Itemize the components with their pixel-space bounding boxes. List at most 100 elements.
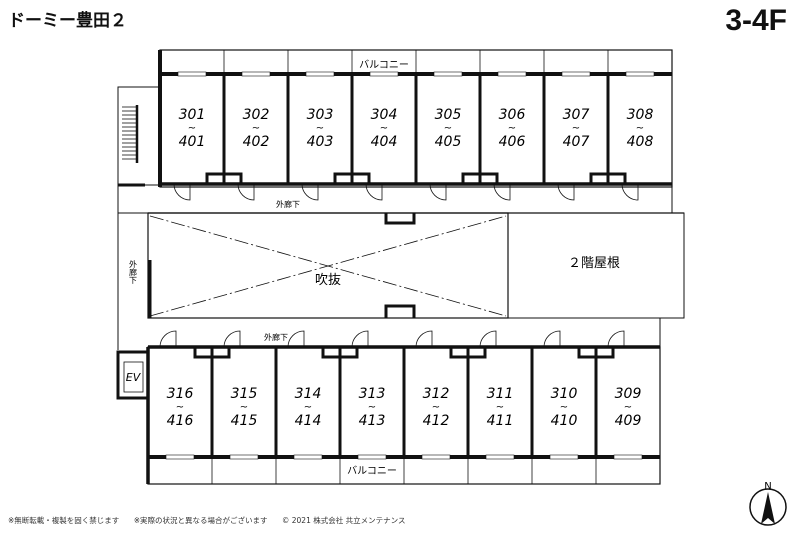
unit-number: 402	[243, 134, 270, 150]
footer-note: ※実際の状況と異なる場合がございます	[133, 516, 268, 525]
window	[241, 71, 271, 77]
window	[165, 454, 195, 460]
unit-tilde: ~	[560, 402, 568, 413]
door-swing	[543, 330, 561, 348]
window	[485, 454, 515, 460]
roof-label: ２階屋根	[568, 256, 620, 271]
unit-tilde: ~	[496, 402, 504, 413]
void-label: 吹抜	[315, 272, 341, 288]
window	[421, 454, 451, 460]
unit-tilde: ~	[508, 123, 516, 134]
window	[613, 454, 643, 460]
footer-note: ※無断転載・複製を固く禁じます	[8, 516, 120, 525]
window	[369, 71, 399, 77]
unit-number: 403	[307, 134, 334, 150]
unit-number: 416	[167, 413, 194, 429]
door-swing	[557, 183, 575, 201]
footer-notes: ※無断転載・複製を固く禁じます ※実際の状況と異なる場合がございます © 202…	[8, 515, 417, 526]
entrance-alcove	[205, 172, 243, 184]
unit-number: 314	[295, 386, 322, 402]
window	[549, 454, 579, 460]
window	[293, 454, 323, 460]
entrance-alcove	[333, 172, 371, 184]
unit-number: 315	[231, 386, 258, 402]
door-swing	[223, 330, 241, 348]
door-swing	[287, 330, 305, 348]
balcony-bottom-label: バルコニー	[347, 465, 397, 477]
corridor-bottom-label: 外廊下	[264, 332, 288, 342]
door-swing	[365, 183, 383, 201]
window	[229, 454, 259, 460]
window	[625, 71, 655, 77]
unit-number: 404	[371, 134, 398, 150]
window	[357, 454, 387, 460]
unit-number: 415	[231, 413, 258, 429]
entrance-alcove	[461, 172, 499, 184]
entrance-alcove	[577, 347, 615, 359]
corridor-left-label: 外廊下	[129, 259, 138, 285]
unit-number: 312	[423, 386, 450, 402]
unit-number: 303	[307, 107, 334, 123]
unit-number: 410	[551, 413, 578, 429]
unit-tilde: ~	[444, 123, 452, 134]
unit-number: 407	[563, 134, 590, 150]
unit-tilde: ~	[368, 402, 376, 413]
door-swing	[351, 330, 369, 348]
footer-copyright: © 2021 株式会社 共立メンテナンス	[281, 516, 406, 525]
window	[561, 71, 591, 77]
unit-number: 409	[615, 413, 642, 429]
unit-tilde: ~	[304, 402, 312, 413]
unit-number: 311	[487, 386, 514, 402]
door-swing	[621, 183, 639, 201]
unit-tilde: ~	[624, 402, 632, 413]
window	[497, 71, 527, 77]
door-swing	[159, 330, 177, 348]
unit-tilde: ~	[432, 402, 440, 413]
unit-number: 310	[551, 386, 578, 402]
ev-label: EV	[126, 371, 142, 384]
corridor-top-label: 外廊下	[276, 199, 300, 209]
door-swing	[173, 183, 191, 201]
unit-number: 304	[371, 107, 398, 123]
entrance-alcove	[193, 347, 231, 359]
unit-number: 405	[435, 134, 462, 150]
balcony-top-label: バルコニー	[359, 59, 409, 71]
door-swing	[607, 330, 625, 348]
bridge-alcove	[384, 213, 416, 225]
unit-number: 316	[167, 386, 194, 402]
unit-number: 301	[179, 107, 206, 123]
unit-tilde: ~	[572, 123, 580, 134]
unit-tilde: ~	[636, 123, 644, 134]
unit-number: 413	[359, 413, 386, 429]
entrance-alcove	[449, 347, 487, 359]
unit-number: 414	[295, 413, 322, 429]
unit-number: 306	[499, 107, 526, 123]
bridge-alcove	[384, 304, 416, 318]
unit-tilde: ~	[316, 123, 324, 134]
door-swing	[429, 183, 447, 201]
window	[305, 71, 335, 77]
unit-number: 406	[499, 134, 526, 150]
unit-number: 412	[423, 413, 450, 429]
window	[433, 71, 463, 77]
entrance-alcove	[321, 347, 359, 359]
unit-number: 307	[563, 107, 590, 123]
unit-tilde: ~	[176, 402, 184, 413]
unit-number: 408	[627, 134, 654, 150]
window	[177, 71, 207, 77]
unit-tilde: ~	[188, 123, 196, 134]
entrance-alcove	[589, 172, 627, 184]
door-swing	[493, 183, 511, 201]
unit-number: 309	[615, 386, 642, 402]
door-swing	[237, 183, 255, 201]
unit-number: 308	[627, 107, 654, 123]
compass-north-label: N	[764, 481, 771, 492]
unit-number: 313	[359, 386, 386, 402]
unit-tilde: ~	[252, 123, 260, 134]
unit-tilde: ~	[240, 402, 248, 413]
door-swing	[415, 330, 433, 348]
unit-number: 401	[179, 134, 206, 150]
door-swing	[301, 183, 319, 201]
building-title: ドーミー豊田２	[8, 11, 127, 31]
